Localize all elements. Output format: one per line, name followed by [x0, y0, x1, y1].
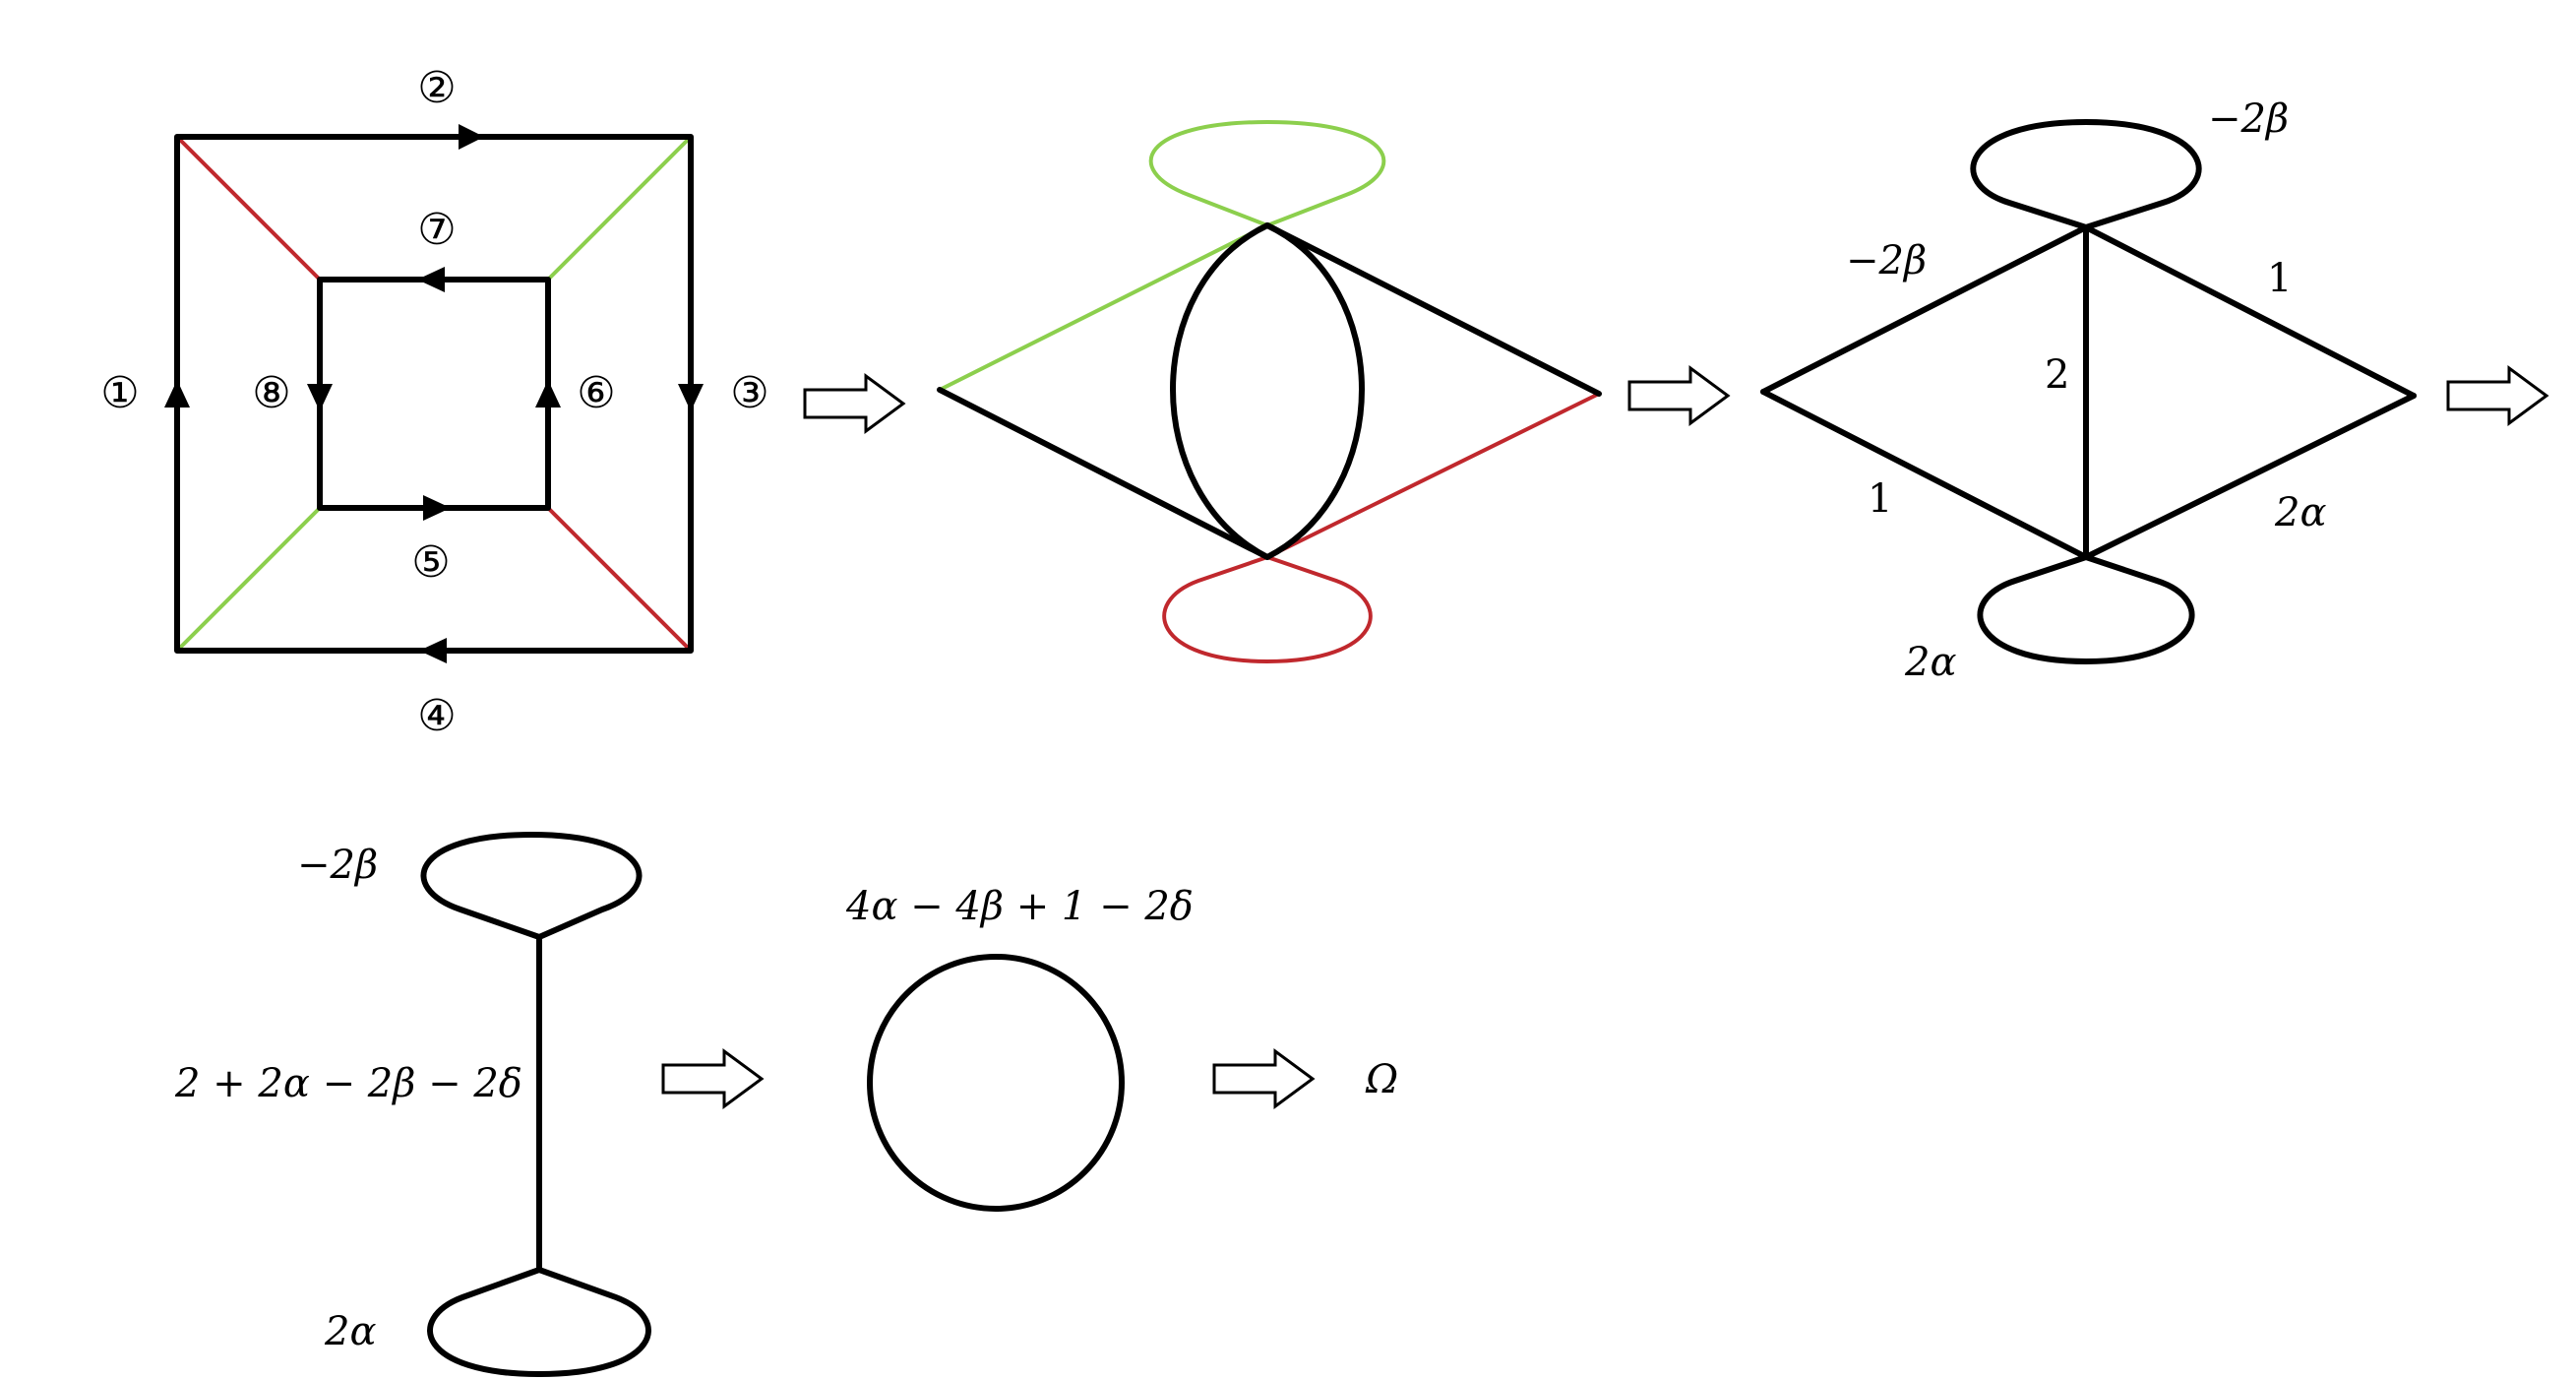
- edge-right-top: [1264, 222, 1602, 397]
- arrow-edge-5-right: [423, 495, 451, 521]
- label-circle: 4α − 4β + 1 − 2δ: [845, 884, 1194, 929]
- label-bottom-loop: 2α: [1904, 640, 1956, 685]
- label-left-top-edge: −2β: [1846, 238, 1927, 283]
- edge-right-bottom-red: [1265, 392, 1601, 559]
- edge-label-5: ⑤: [411, 537, 450, 588]
- arrow-edge-6-up: [535, 380, 561, 408]
- panel-1-square-graph: ① ② ③ ④ ⑤ ⑥ ⑦ ⑧: [100, 63, 768, 741]
- top-loop: [420, 832, 643, 940]
- panel-3-weighted-graph: −2β −2β 1 2 1 2α 2α: [1760, 96, 2417, 685]
- lens-right-arc: [1264, 222, 1365, 560]
- bottom-loop: [1977, 554, 2195, 664]
- arrow-edge-3-down: [678, 384, 704, 411]
- transform-arrow-4: [661, 1048, 765, 1109]
- result-omega: Ω: [1365, 1057, 1398, 1102]
- edge-left-top: [1760, 224, 2089, 395]
- edge-label-2: ②: [417, 63, 456, 113]
- label-top-loop: −2β: [297, 843, 378, 888]
- panel-4-dumbbell-graph: −2β 2 + 2α − 2β − 2δ 2α: [174, 832, 651, 1377]
- panel-5-circle-graph: 4α − 4β + 1 − 2δ: [845, 884, 1194, 1212]
- edge-label-6: ⑥: [577, 368, 615, 418]
- edge-left-bottom: [1760, 389, 2089, 560]
- label-bottom-loop: 2α: [324, 1309, 376, 1354]
- connector-bottom-right-red: [546, 506, 693, 653]
- edge-label-4: ④: [417, 691, 456, 741]
- top-loop: [1970, 119, 2202, 230]
- edge-left-bottom: [937, 387, 1270, 560]
- arrow-edge-7-left: [417, 267, 445, 292]
- transform-arrow-2: [1627, 365, 1731, 426]
- edge-left-top-green: [938, 223, 1269, 392]
- panel-2-colored-graph: [937, 119, 1602, 664]
- top-loop-green: [1148, 119, 1386, 228]
- label-middle-edge: 2: [2045, 352, 2069, 398]
- bottom-loop: [427, 1267, 651, 1377]
- arrow-edge-2-right: [459, 124, 484, 150]
- arrow-edge-1-up: [164, 380, 190, 408]
- inner-square: [317, 277, 551, 511]
- connector-bottom-left-green: [175, 506, 322, 653]
- bottom-loop-red: [1162, 554, 1373, 664]
- edge-label-8: ⑧: [252, 368, 290, 418]
- edge-right-bottom: [2083, 393, 2417, 560]
- arrow-edge-4-left: [419, 638, 447, 663]
- transform-arrow-5: [1212, 1048, 1316, 1109]
- label-right-bottom-edge: 2α: [2274, 490, 2326, 535]
- connector-top-right-green: [546, 135, 693, 282]
- label-right-top-edge: 1: [2267, 256, 2292, 301]
- edge-right-top: [2083, 224, 2417, 399]
- edge-label-1: ①: [100, 368, 139, 418]
- transform-arrow-1: [803, 373, 906, 434]
- outer-square: [174, 134, 694, 654]
- label-top-loop: −2β: [2208, 96, 2289, 142]
- label-middle-edge: 2 + 2α − 2β − 2δ: [174, 1061, 522, 1106]
- label-left-bottom-edge: 1: [1868, 476, 1892, 522]
- connector-top-left-red: [175, 135, 322, 282]
- edge-label-7: ⑦: [417, 205, 456, 255]
- transform-arrow-3: [2446, 365, 2549, 426]
- lens-left-arc: [1170, 222, 1270, 560]
- single-loop-circle: [867, 954, 1125, 1212]
- edge-label-3: ③: [730, 368, 768, 418]
- arrow-edge-8-down: [307, 384, 333, 411]
